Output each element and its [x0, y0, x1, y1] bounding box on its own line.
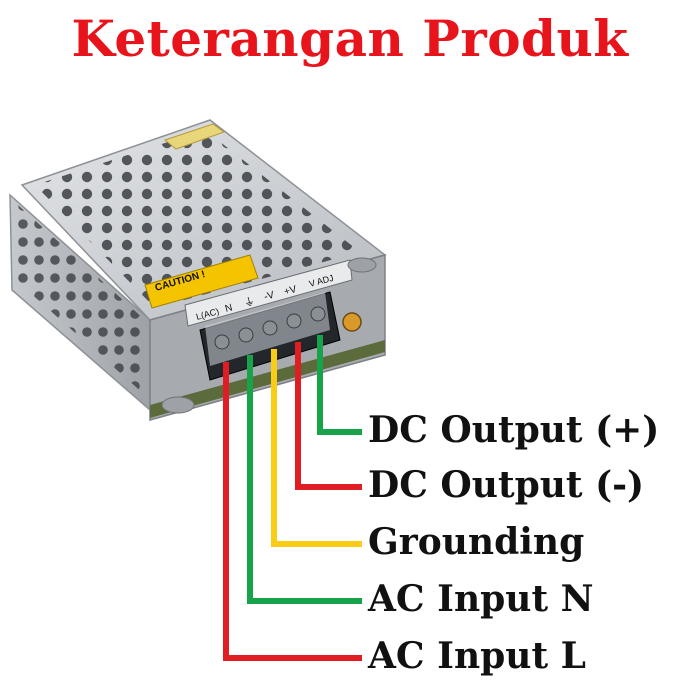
terminal-screw	[286, 313, 302, 329]
wire-dc-output-plus	[317, 335, 362, 435]
label-ac-input-n: AC Input N	[368, 578, 594, 620]
mounting-tab	[161, 396, 195, 414]
wire-ac-input-l	[223, 362, 362, 661]
label-ac-input-l: AC Input L	[368, 635, 586, 677]
terminal-label-minus-v: -V	[263, 290, 276, 303]
pcb-edge	[150, 340, 385, 418]
label-dc-output-minus: DC Output (-)	[368, 464, 645, 506]
terminal-screws	[214, 306, 326, 350]
terminal-screw	[310, 306, 326, 322]
power-supply-unit: CAUTION ! L(AC) N ⏚ -V +V V ADJ	[9, 119, 387, 421]
terminal-label-n: N	[224, 302, 234, 314]
terminal-screw	[238, 327, 254, 343]
wire-dc-output-minus	[295, 342, 362, 490]
terminal-screw	[262, 320, 278, 336]
caution-sticker	[144, 254, 259, 309]
top-sticker	[163, 123, 226, 150]
label-grounding: Grounding	[368, 521, 585, 563]
wire-ac-input-n	[247, 355, 362, 604]
label-dc-output-plus: DC Output (+)	[368, 409, 660, 451]
terminal-label-strip	[184, 259, 353, 327]
page-title: Keterangan Produk	[71, 9, 629, 68]
casing-top-vents	[35, 130, 360, 308]
mounting-tab	[347, 257, 377, 273]
wire-grounding	[271, 349, 362, 547]
casing-side-vents	[18, 205, 145, 395]
terminal-label-plus-v: +V	[283, 284, 298, 298]
wires	[223, 335, 362, 661]
terminal-screw	[214, 334, 230, 350]
voltage-adjust-knob	[342, 312, 362, 332]
terminal-label-ground: ⏚	[242, 294, 256, 309]
